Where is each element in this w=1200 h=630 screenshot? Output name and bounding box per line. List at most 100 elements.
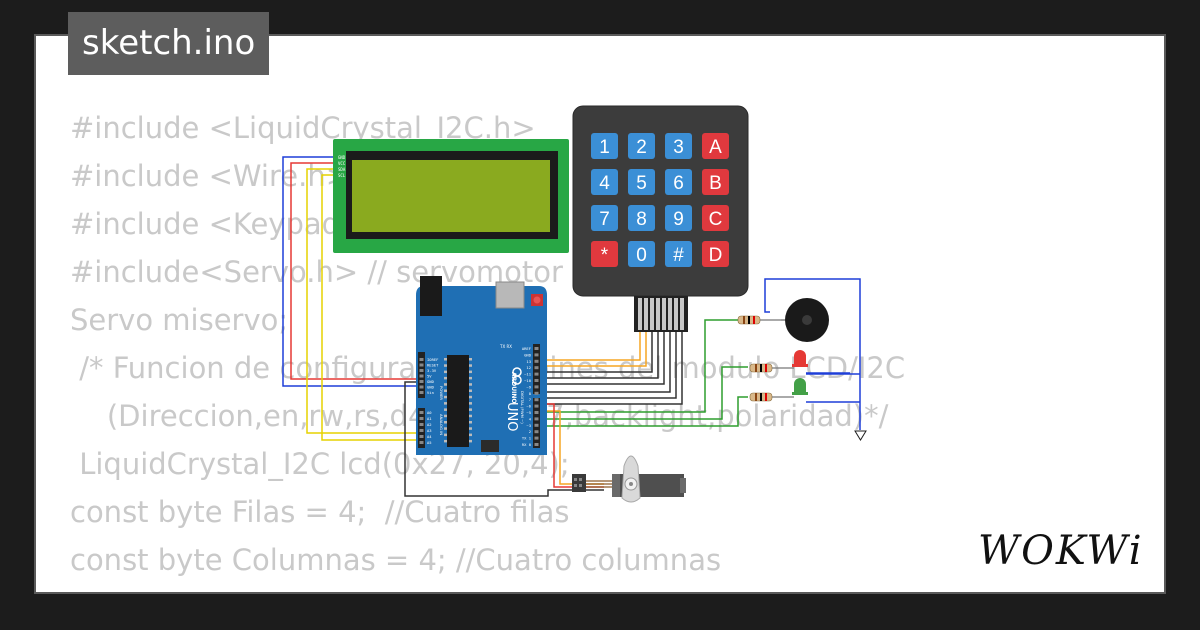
keypad-key-label: 8: [636, 209, 647, 230]
microcontroller-chip: [447, 355, 469, 447]
wire-ground-rail: [764, 278, 861, 430]
keypad-key-label: #: [673, 245, 684, 266]
keypad-key[interactable]: *: [591, 241, 618, 267]
arduino-brand: ARDUINO: [510, 372, 517, 403]
digital-pin-label: 4: [529, 416, 532, 421]
servo-connector: [572, 474, 586, 492]
code-line: #include<Servo.h> // servomotor: [70, 255, 563, 289]
wire-keypad-c4: [540, 330, 683, 405]
keypad-key[interactable]: 9: [665, 205, 692, 231]
digital-pin-label: 12: [526, 365, 531, 370]
digital-pin-label: ~5: [526, 410, 531, 415]
analog-pin-label: A3: [427, 428, 432, 433]
digital-pin-label: ~6: [526, 404, 531, 409]
keypad-key[interactable]: A: [702, 133, 729, 159]
led-red[interactable]: [792, 350, 808, 367]
analog-pin-label: A0: [427, 410, 432, 415]
wire-lcd-gnd: [282, 156, 418, 387]
wire-ground-led-green: [806, 372, 860, 403]
power-pin-label: IOREF: [427, 357, 439, 362]
ground-icon: [854, 430, 867, 441]
wire-buzzer-signal: [540, 319, 738, 413]
resistor[interactable]: [749, 392, 773, 402]
keypad-key[interactable]: 6: [665, 169, 692, 195]
wire-keypad-r4: [540, 330, 659, 379]
lcd-pin-gnd: GND: [338, 155, 346, 160]
arduino-pin-labels: IOREFRESET3.3V5VGNDGNDVinA0A1A2A3A4A5ARE…: [427, 346, 532, 447]
arduino-infinity-icon: [512, 367, 522, 385]
power-pin-label: GND: [427, 379, 435, 384]
digital-pin-label: 13: [526, 359, 531, 364]
digital-pin-label: ~10: [524, 378, 532, 383]
power-pin-label: GND: [427, 385, 435, 390]
code-line: Servo miservo;: [70, 303, 289, 337]
lcd-screen: [352, 160, 550, 232]
keypad-key[interactable]: 4: [591, 169, 618, 195]
resistor[interactable]: [749, 363, 773, 373]
wire-lcd-sda: [306, 168, 418, 434]
buzzer[interactable]: [781, 298, 829, 342]
keypad-key-label: C: [709, 209, 723, 230]
wokwi-logo: WOKWi: [978, 528, 1144, 574]
power-pin-label: Vin: [427, 390, 434, 395]
keypad-key-label: *: [601, 245, 609, 266]
keypad-key[interactable]: 8: [628, 205, 655, 231]
keypad-key-label: B: [709, 173, 722, 194]
power-pin-label: 5V: [427, 374, 432, 379]
keypad-key[interactable]: B: [702, 169, 729, 195]
digital-pin-label: RX 0: [522, 442, 532, 447]
code-line: #include <Wire.h>: [70, 159, 351, 193]
file-title[interactable]: sketch.ino: [68, 12, 270, 75]
digital-pin-label: ~9: [526, 384, 531, 389]
keypad-key[interactable]: 7: [591, 205, 618, 231]
wire-servo-gnd: [404, 381, 604, 497]
wire-led-red-signal: [540, 366, 748, 420]
svg-text:TX RX: TX RX: [499, 344, 512, 349]
keypad-key[interactable]: 1: [591, 133, 618, 159]
keypad-key[interactable]: #: [665, 241, 692, 267]
wire-lcd-scl: [321, 174, 418, 441]
wire-keypad-c3: [540, 330, 677, 399]
keypad-key-label: 5: [636, 173, 647, 194]
resistor[interactable]: [737, 315, 761, 325]
keypad-key-label: 6: [673, 173, 684, 194]
keypad-key[interactable]: 2: [628, 133, 655, 159]
wire-keypad-c2: [540, 330, 671, 393]
digital-header-label: DIGITAL (PWM ~): [520, 391, 525, 424]
wire-lcd-vcc: [290, 162, 418, 380]
arduino-model: UNO: [504, 402, 519, 431]
digital-pin-label: 2: [529, 429, 531, 434]
keypad-key-label: 7: [599, 209, 610, 230]
lcd-pin-scl: SCL: [338, 173, 346, 178]
keypad-key[interactable]: 3: [665, 133, 692, 159]
keypad-key[interactable]: 5: [628, 169, 655, 195]
power-pin-label: 3.3V: [427, 368, 437, 373]
keypad-key-label: A: [709, 137, 722, 158]
keypad-key[interactable]: D: [702, 241, 729, 267]
icsp-header: [481, 440, 499, 452]
wire-keypad-r3: [540, 330, 653, 373]
arduino-logo: ARDUINO: [510, 372, 517, 403]
digital-pin-label: AREF: [522, 346, 532, 351]
lcd-pin-sda: SDA: [338, 167, 346, 172]
digital-pin-label: ~3: [526, 423, 531, 428]
keypad-key-label: 4: [599, 173, 610, 194]
wokwi-logo-text: WOKWi: [978, 528, 1144, 574]
wire-keypad-r1: [540, 330, 641, 361]
keypad-key-label: D: [709, 245, 723, 266]
analog-pin-label: A2: [427, 422, 432, 427]
keypad-key-label: 0: [636, 245, 647, 266]
lcd-pin-labels: GND VCC SDA SCL: [338, 155, 346, 178]
wire-keypad-r2: [540, 330, 647, 367]
led-green[interactable]: [792, 378, 808, 395]
usb-port: [495, 281, 525, 309]
code-line: const byte Columnas = 4; //Cuatro column…: [70, 543, 722, 577]
servo-motor[interactable]: [572, 455, 686, 503]
arduino-uno[interactable]: ARDUINO UNO IOREFRESET3.3V5VGNDGNDVinA0A…: [416, 276, 547, 455]
lcd-display[interactable]: GND VCC SDA SCL: [333, 139, 569, 253]
keypad-key[interactable]: C: [702, 205, 729, 231]
keypad-key[interactable]: 0: [628, 241, 655, 267]
